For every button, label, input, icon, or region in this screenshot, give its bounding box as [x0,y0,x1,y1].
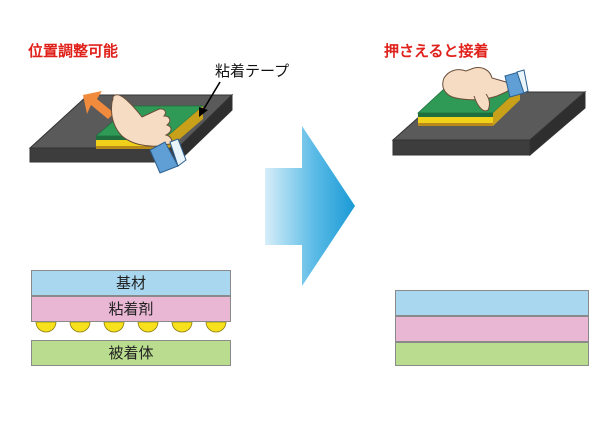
right-arrow-icon [265,126,355,286]
base-layer-left: 基材 [31,270,231,296]
adhesive-layer-right [395,316,589,342]
heading-press-to-bond: 押さえると接着 [384,42,489,60]
adhesive-layer-left: 粘着剤 [31,296,231,322]
heading-position-adjustable: 位置調整可能 [28,42,119,60]
hand-icon [442,67,529,112]
hand-icon [111,94,187,174]
tape-callout-arrow [199,81,221,117]
move-arrow-icon [83,91,114,119]
adherend-layer-left: 被着体 [31,340,231,366]
adherend-layer-right [395,342,589,366]
base-layer-right [395,290,589,316]
adhesive-beads-left [35,321,227,333]
tape-callout-label: 粘着テープ [215,62,290,80]
